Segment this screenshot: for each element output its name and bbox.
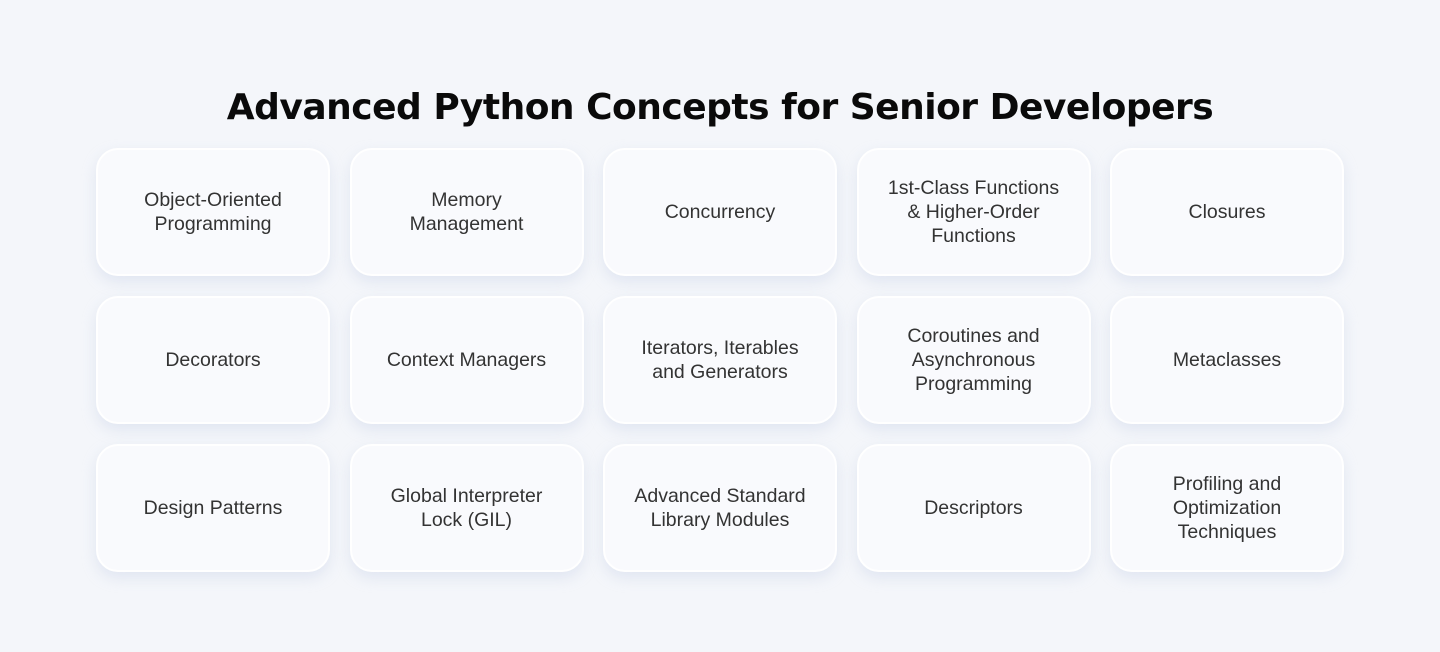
concept-card-coroutines-async: Coroutines and Asynchronous Programming	[856, 296, 1091, 424]
concept-card-stdlib-modules: Advanced Standard Library Modules	[603, 444, 837, 572]
concept-card-design-patterns: Design Patterns	[96, 444, 330, 572]
concept-grid: Object-Oriented Programming Memory Manag…	[96, 148, 1344, 572]
page-title: Advanced Python Concepts for Senior Deve…	[226, 87, 1214, 129]
card-label: Advanced Standard Library Modules	[634, 485, 806, 531]
card-label: Metaclasses	[1172, 349, 1282, 371]
concept-card-first-class-functions: 1st-Class Functions & Higher-Order Funct…	[856, 148, 1091, 276]
concept-card-metaclasses: Metaclasses	[1110, 296, 1344, 424]
card-label: 1st-Class Functions & Higher-Order Funct…	[887, 177, 1060, 247]
card-label: Global Interpreter Lock (GIL)	[390, 485, 543, 531]
concept-card-closures: Closures	[1110, 148, 1344, 276]
card-label: Design Patterns	[143, 497, 283, 519]
card-label: Object-Oriented Programming	[144, 189, 282, 235]
card-label: Coroutines and Asynchronous Programming	[907, 325, 1040, 395]
card-label: Decorators	[165, 349, 261, 371]
concept-card-concurrency: Concurrency	[603, 148, 837, 276]
concept-card-descriptors: Descriptors	[856, 444, 1091, 572]
card-label: Concurrency	[664, 201, 776, 223]
concept-card-context-managers: Context Managers	[349, 296, 584, 424]
card-label: Closures	[1188, 201, 1266, 223]
concept-card-profiling-optimization: Profiling and Optimization Techniques	[1110, 444, 1344, 572]
card-label: Context Managers	[386, 349, 547, 371]
card-label: Iterators, Iterables and Generators	[641, 337, 799, 383]
concept-card-iterators-generators: Iterators, Iterables and Generators	[603, 296, 837, 424]
card-label: Descriptors	[924, 497, 1023, 519]
concept-card-decorators: Decorators	[96, 296, 330, 424]
concept-card-oop: Object-Oriented Programming	[96, 148, 330, 276]
card-label: Memory Management	[409, 189, 524, 235]
concept-card-memory-management: Memory Management	[349, 148, 584, 276]
concept-card-gil: Global Interpreter Lock (GIL)	[349, 444, 584, 572]
card-label: Profiling and Optimization Techniques	[1172, 473, 1282, 543]
